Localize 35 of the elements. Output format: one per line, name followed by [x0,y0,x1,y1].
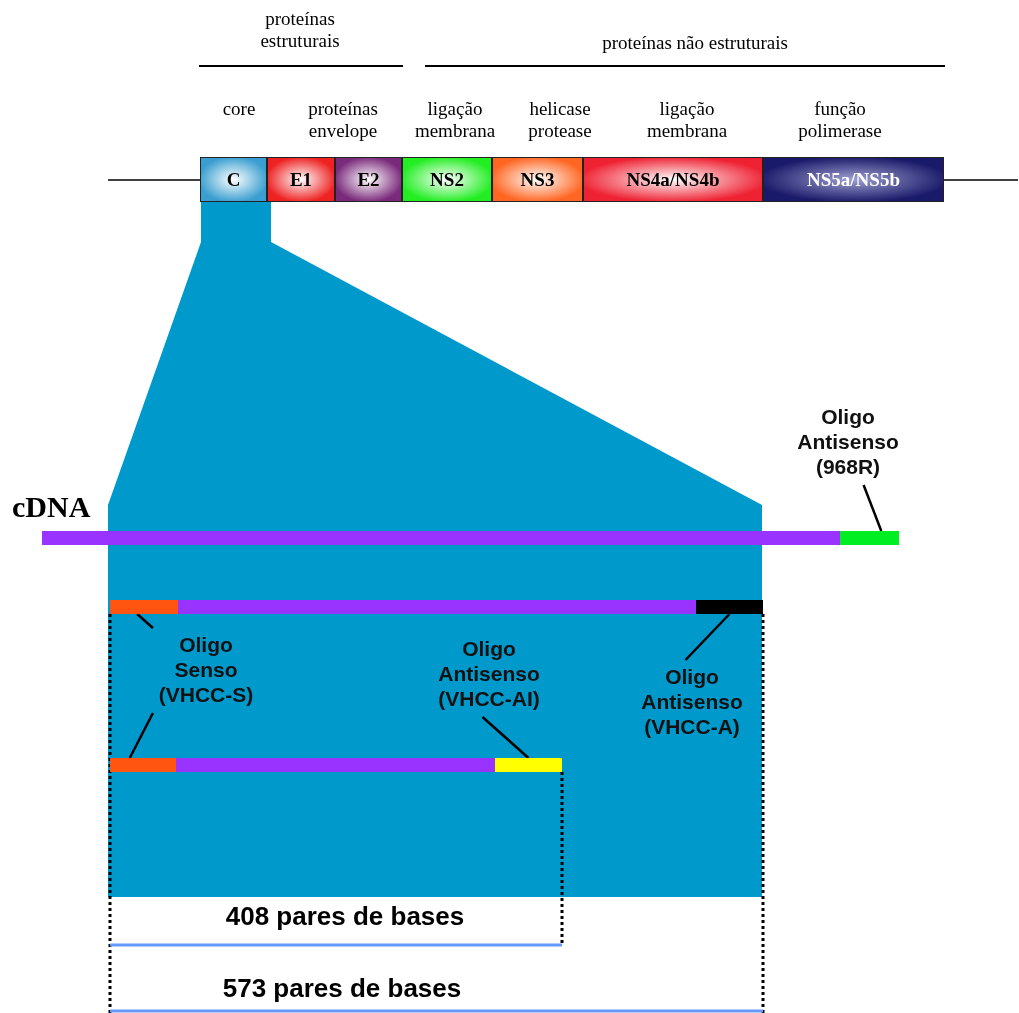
primer-bar [495,758,562,772]
protein-function-label: helicase protease [527,98,593,142]
genome-segment: NS4a/NS4b [583,157,763,202]
protein-function-label: ligação membrana [413,98,497,142]
primer-bar [840,531,899,545]
primer-label: Oligo Antisenso (968R) [783,404,913,479]
genome-segment: NS2 [402,157,492,202]
genome-segment: NS5a/NS5b [763,157,944,202]
primer-label: Oligo Antisenso (VHCC-A) [627,664,757,739]
product-size-label: 408 pares de bases [224,900,466,932]
region-label: proteínas estruturais [259,8,341,52]
primer-label: Oligo Antisenso (VHCC-AI) [424,636,554,711]
leader-line [481,716,530,759]
protein-function-label: função polimerase [797,98,883,142]
dna-bar [178,600,696,614]
primer-bar [696,600,763,614]
genome-segment: E1 [267,157,335,202]
protein-function-label: ligação membrana [645,98,729,142]
genome-segment: NS3 [492,157,583,202]
leader-line [684,613,731,661]
primer-bar [110,758,176,772]
sequence-label: cDNA [12,489,91,525]
dna-bar [176,758,495,772]
leader-line [862,484,883,532]
leader-line [136,613,154,629]
primer-bar [110,600,178,614]
region-label: proteínas não estruturais [601,32,789,54]
primer-label: Oligo Senso (VHCC-S) [147,632,265,707]
protein-function-label: proteínas envelope [307,98,379,142]
leader-line [128,712,154,759]
genome-segment: C [200,157,267,202]
dna-bar [42,531,840,545]
product-size-label: 573 pares de bases [221,972,463,1004]
genome-segment: E2 [335,157,402,202]
protein-function-label: core [221,98,257,120]
